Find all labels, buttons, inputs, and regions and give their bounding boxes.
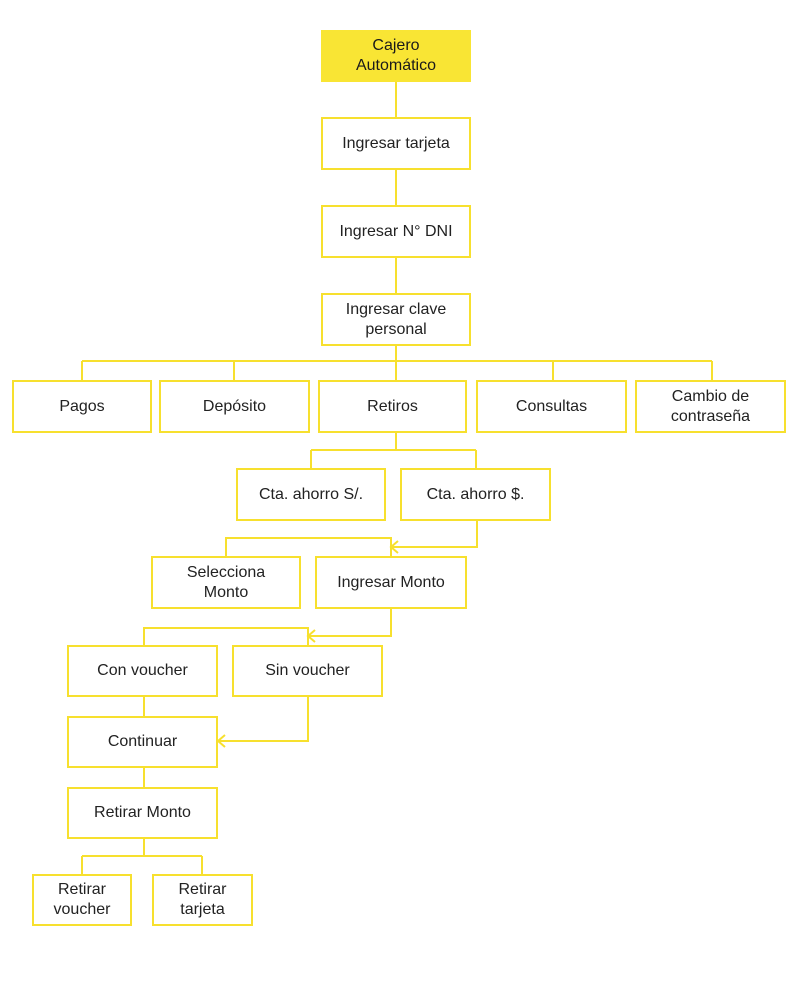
- node-sin-voucher: Sin voucher: [232, 645, 383, 697]
- node-continuar: Continuar: [67, 716, 218, 768]
- node-cta-ahorro-soles: Cta. ahorro S/.: [236, 468, 386, 521]
- node-ingresar-tarjeta: Ingresar tarjeta: [321, 117, 471, 170]
- node-ingresar-dni: Ingresar N° DNI: [321, 205, 471, 258]
- node-consultas: Consultas: [476, 380, 627, 433]
- node-cta-ahorro-dolares: Cta. ahorro $.: [400, 468, 551, 521]
- node-retirar-voucher: Retirar voucher: [32, 874, 132, 926]
- node-ingresar-clave: Ingresar clave personal: [321, 293, 471, 346]
- node-cajero-automatico: Cajero Automático: [321, 30, 471, 82]
- node-selecciona-monto: Selecciona Monto: [151, 556, 301, 609]
- node-retirar-tarjeta: Retirar tarjeta: [152, 874, 253, 926]
- node-pagos: Pagos: [12, 380, 152, 433]
- node-retiros: Retiros: [318, 380, 467, 433]
- connector-sinvoucher-continuar: [218, 697, 309, 742]
- node-retirar-monto: Retirar Monto: [67, 787, 218, 839]
- node-cambio-contrasena: Cambio de contraseña: [635, 380, 786, 433]
- node-ingresar-monto: Ingresar Monto: [315, 556, 467, 609]
- connector-monto-voucher: [143, 627, 309, 645]
- node-deposito: Depósito: [159, 380, 310, 433]
- connector-cuentas-monto: [225, 537, 392, 556]
- node-con-voucher: Con voucher: [67, 645, 218, 697]
